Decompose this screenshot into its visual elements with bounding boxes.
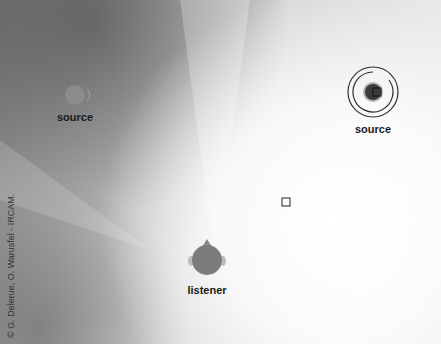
node-outline	[162, 240, 252, 280]
copyright-note: © G. Delerue, O. Warusfel - IRCAM.	[6, 194, 16, 338]
node-outline	[30, 83, 120, 107]
source-dot	[65, 85, 85, 105]
head-circle	[192, 245, 222, 275]
marker-square	[282, 198, 290, 206]
node-outline	[328, 65, 418, 119]
source-circle: source	[30, 83, 120, 125]
listener-head: listener	[162, 240, 252, 298]
selection-ring	[348, 67, 398, 117]
node-label: source	[353, 123, 393, 135]
marker-square	[373, 88, 381, 96]
source-dot	[365, 84, 381, 100]
node-label: listener	[185, 284, 228, 296]
node-label: source	[55, 111, 95, 123]
source-circle: source	[328, 65, 418, 137]
